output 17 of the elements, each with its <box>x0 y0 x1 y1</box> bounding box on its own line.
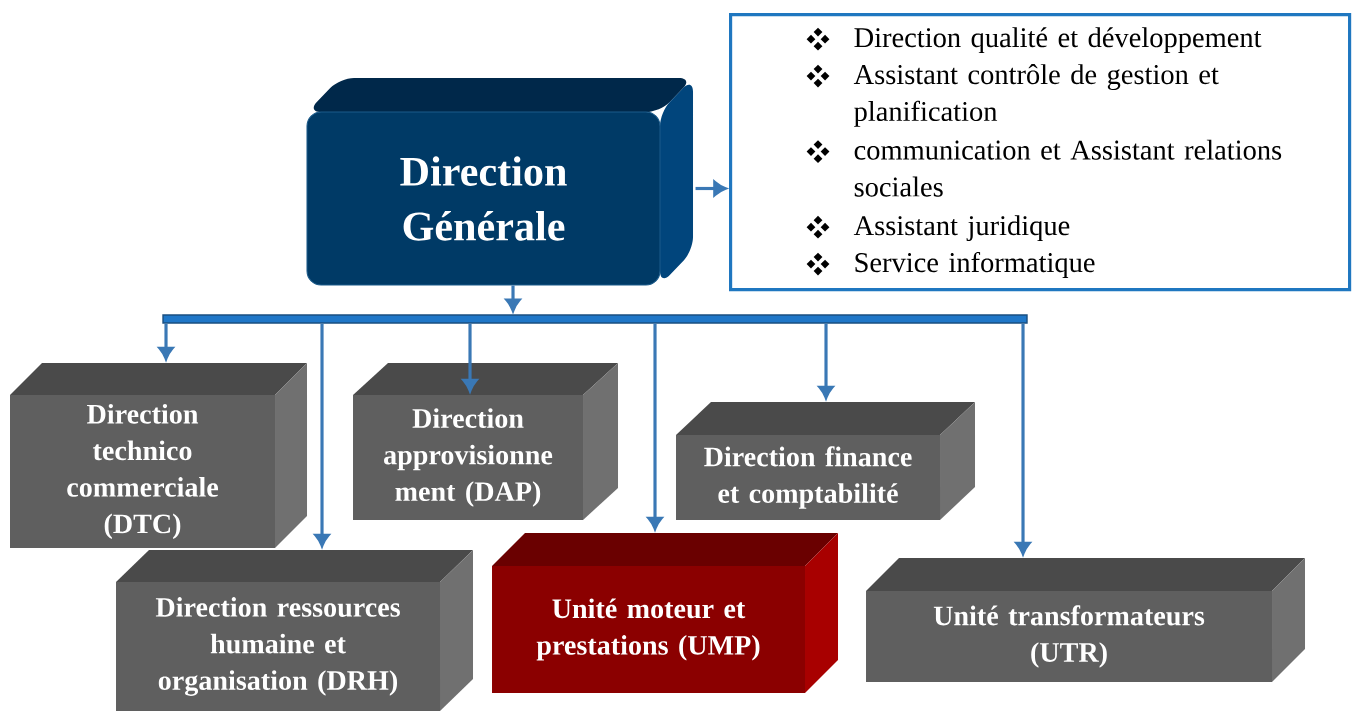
department-box: Direction finance et comptabilité <box>676 402 975 520</box>
arrow <box>505 285 521 312</box>
department-box: Direction ressources humaine et organisation (DRH) <box>116 550 473 711</box>
arrow <box>1015 323 1031 555</box>
arrow <box>695 180 727 197</box>
department-box: Direction approvisionne ment (DAP) <box>353 363 618 520</box>
list-box: Direction qualité et développement Assistant contrôle de gestion et planification communication et Assistant relations sociales Assistant juridique Service informatique <box>729 13 1352 292</box>
unit-box: Unité moteur et prestations (UMP) <box>492 533 838 693</box>
unit-box: Unité transformateurs (UTR) <box>866 558 1305 682</box>
arrow <box>818 323 834 399</box>
arrow <box>647 323 663 530</box>
head-box: Direction Générale <box>306 78 693 286</box>
arrow <box>462 323 478 392</box>
arrow <box>314 323 330 547</box>
bus-bar <box>162 314 1028 324</box>
department-box: Direction technico commerciale (DTC) <box>10 363 307 548</box>
arrow <box>158 323 174 360</box>
